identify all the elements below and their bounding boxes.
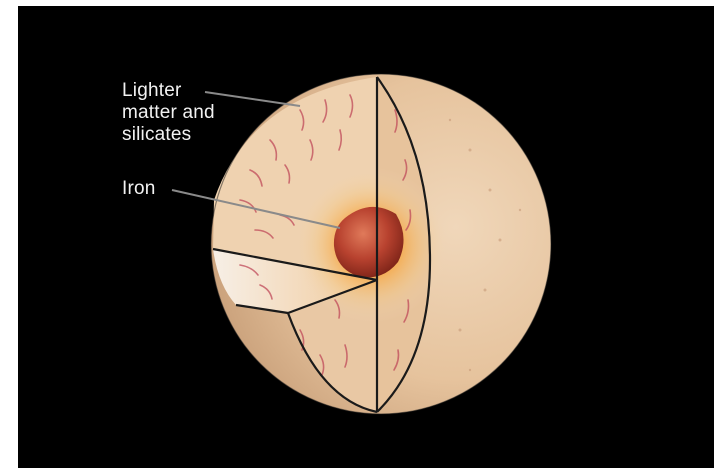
iron-label: Iron [122,178,156,200]
silicates-leader-line [205,92,300,106]
silicates-label: Lighter matter and silicates [122,80,215,146]
